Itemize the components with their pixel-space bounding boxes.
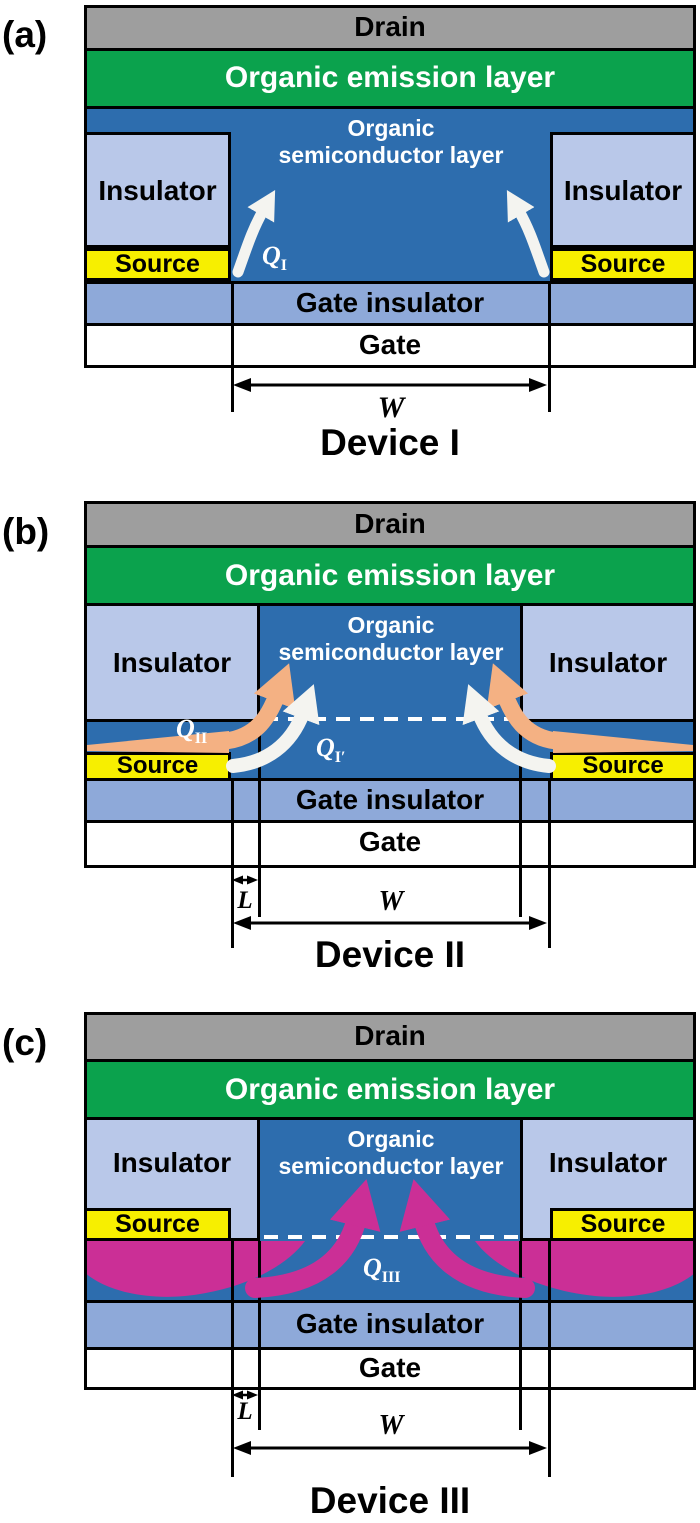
device-caption: Device II	[314, 934, 466, 975]
length-dimension-label: L	[237, 1398, 253, 1425]
panel-a-tag: (a)	[2, 14, 48, 55]
gate-label: Gate	[358, 826, 422, 857]
panel-c-tag: (c)	[2, 1022, 48, 1063]
arrowhead	[529, 916, 547, 930]
semiconductor-label-line1: Organic	[347, 1126, 435, 1152]
semiconductor-label: Organic semiconductor layer	[260, 612, 522, 666]
gate-insulator-layer	[84, 281, 696, 323]
source-left-label: Source	[115, 250, 200, 278]
semiconductor-label-line2: semiconductor layer	[278, 639, 504, 666]
insulator-left-label: Insulator	[112, 647, 232, 678]
charge-q1-channel-label: QI′	[316, 733, 346, 766]
width-dimension-label: W	[378, 1410, 404, 1441]
source-electrode-left	[84, 248, 231, 281]
drain-layer	[84, 1012, 696, 1059]
drain-layer	[84, 5, 696, 48]
source-electrode-right	[550, 752, 696, 781]
charge-q3-label: QIII	[363, 1253, 401, 1286]
arrowhead	[247, 875, 258, 885]
source-right-label: Source	[582, 752, 664, 779]
insulator-left-label: Insulator	[112, 1147, 232, 1178]
source-left-label: Source	[116, 752, 199, 779]
gate-insulator-label: Gate insulator	[295, 784, 485, 815]
arrowhead	[233, 916, 251, 930]
gate-layer	[84, 1347, 696, 1390]
charge-q1-label: QI	[262, 241, 288, 274]
gate-label: Gate	[358, 1352, 422, 1383]
gate-insulator-layer	[84, 778, 696, 820]
semiconductor-label-line2: semiconductor layer	[278, 142, 504, 169]
gate-insulator-label: Gate insulator	[295, 287, 485, 318]
drain-label: Drain	[354, 508, 426, 539]
insulator-block-right	[550, 132, 696, 248]
gate-insulator-layer	[84, 1300, 696, 1347]
arrowhead	[529, 1441, 547, 1455]
semiconductor-label: Organic semiconductor layer	[260, 115, 522, 169]
emission-label: Organic emission layer	[224, 61, 556, 94]
emission-label: Organic emission layer	[224, 1073, 556, 1106]
charge-q2-edge-label: QII	[176, 714, 208, 747]
semiconductor-label-line2: semiconductor layer	[278, 1153, 504, 1180]
arrowhead	[233, 1441, 251, 1455]
gate-label: Gate	[358, 329, 422, 360]
emission-layer	[84, 48, 696, 106]
source-right-label: Source	[580, 1210, 666, 1238]
width-dimension-label: W	[377, 391, 405, 424]
panel-b-tag: (b)	[2, 511, 50, 552]
arrowhead	[233, 378, 251, 392]
insulator-right-label: Insulator	[548, 1147, 668, 1178]
drain-label: Drain	[354, 11, 426, 42]
emission-label: Organic emission layer	[224, 559, 556, 592]
gate-layer	[84, 323, 696, 368]
length-dimension-label: L	[237, 887, 253, 914]
semiconductor-label: Organic semiconductor layer	[260, 1126, 522, 1180]
width-dimension-label: W	[378, 886, 404, 917]
gate-layer	[84, 820, 696, 868]
emission-layer	[84, 545, 696, 603]
arrowhead	[529, 378, 547, 392]
emission-layer	[84, 1059, 696, 1117]
insulator-block-left	[84, 132, 231, 248]
gate-insulator-label: Gate insulator	[295, 1308, 485, 1339]
insulator-right-label: Insulator	[563, 175, 683, 206]
source-right-label: Source	[580, 250, 666, 278]
arrowhead	[232, 875, 243, 885]
drain-label: Drain	[354, 1020, 426, 1051]
source-electrode-right	[550, 248, 696, 281]
source-electrode-left	[84, 1208, 231, 1241]
insulator-right-label: Insulator	[548, 647, 668, 678]
source-left-label: Source	[115, 1210, 200, 1238]
semiconductor-label-line1: Organic	[347, 115, 435, 141]
semiconductor-label-line1: Organic	[347, 612, 435, 638]
device-caption: Device III	[309, 1480, 471, 1521]
drain-layer	[84, 501, 696, 545]
insulator-left-label: Insulator	[98, 175, 217, 206]
device-caption: Device I	[320, 422, 460, 463]
